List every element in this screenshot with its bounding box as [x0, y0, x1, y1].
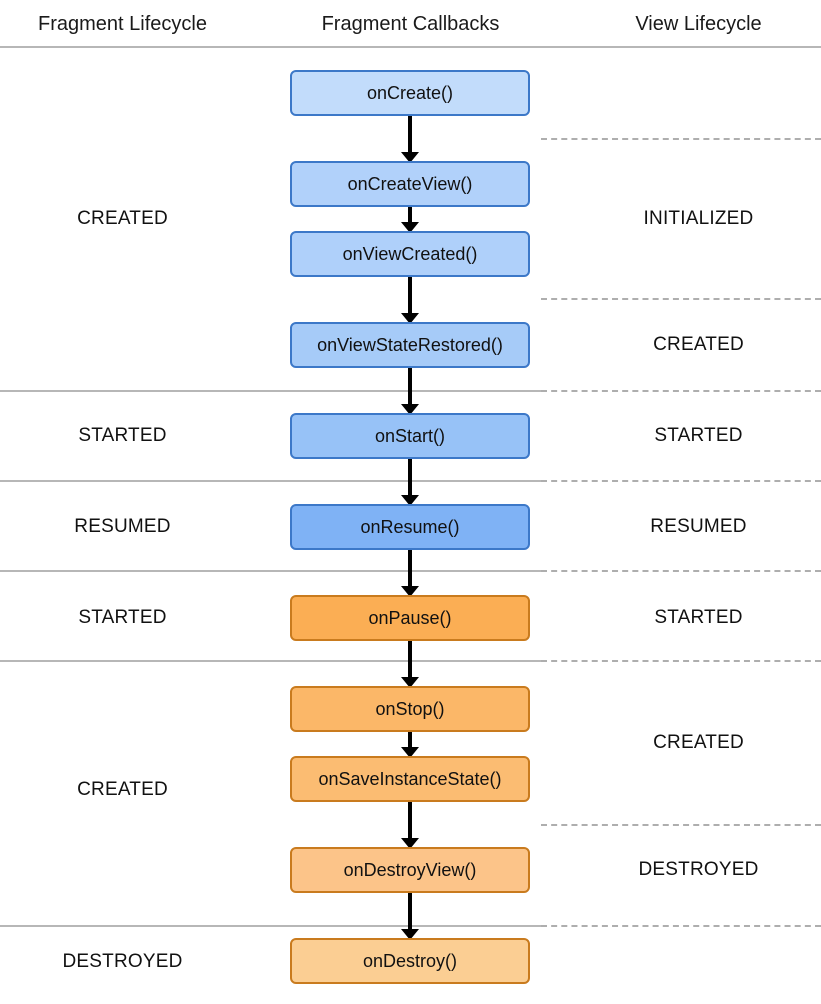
arrowhead-icon — [401, 677, 419, 688]
arrowhead-icon — [401, 929, 419, 940]
callback-label: onCreate() — [366, 82, 454, 103]
callback-box-on-stop[interactable]: onStop() — [290, 686, 530, 732]
fragment-state-label-resumed-2: RESUMED — [74, 516, 171, 537]
arrow-on-view-state-restored-to-on-start — [408, 368, 412, 404]
fragment-state-label-destroyed-5: DESTROYED — [62, 951, 183, 972]
callback-label: onCreateView() — [347, 173, 473, 194]
view-state-label-created-1: CREATED — [653, 334, 744, 355]
arrowhead-icon — [401, 586, 419, 597]
arrow-on-resume-to-on-pause — [408, 550, 412, 586]
callback-box-on-create[interactable]: onCreate() — [290, 70, 530, 116]
callback-label: onViewCreated() — [342, 243, 478, 264]
arrow-on-save-instance-state-to-on-destroy-view — [408, 802, 412, 838]
view-state-label-started-2: STARTED — [654, 425, 743, 446]
arrow-on-start-to-on-resume — [408, 459, 412, 495]
callback-label: onDestroyView() — [343, 859, 477, 880]
fragment-state-divider — [0, 660, 541, 662]
view-state-divider — [541, 824, 821, 826]
fragment-state-divider — [0, 570, 541, 572]
view-state-label-initialized-0: INITIALIZED — [643, 208, 754, 229]
callback-box-on-start[interactable]: onStart() — [290, 413, 530, 459]
column-header-view-lifecycle: View Lifecycle — [635, 13, 762, 35]
callback-box-on-create-view[interactable]: onCreateView() — [290, 161, 530, 207]
arrow-on-pause-to-on-stop — [408, 641, 412, 677]
view-state-label-destroyed-6: DESTROYED — [638, 859, 759, 880]
view-state-divider — [541, 138, 821, 140]
view-state-label-started-4: STARTED — [654, 607, 743, 628]
arrowhead-icon — [401, 747, 419, 758]
view-state-divider — [541, 390, 821, 392]
callback-box-on-resume[interactable]: onResume() — [290, 504, 530, 550]
callback-label: onStart() — [374, 425, 446, 446]
arrowhead-icon — [401, 838, 419, 849]
fragment-state-divider — [0, 480, 541, 482]
callback-box-on-destroy[interactable]: onDestroy() — [290, 938, 530, 984]
arrowhead-icon — [401, 495, 419, 506]
header-separator-rule — [0, 46, 821, 48]
fragment-state-divider — [0, 925, 541, 927]
view-state-divider — [541, 570, 821, 572]
callback-label: onDestroy() — [362, 950, 458, 971]
view-state-label-created-5: CREATED — [653, 732, 744, 753]
arrow-on-view-created-to-on-view-state-restored — [408, 277, 412, 313]
fragment-state-label-created-4: CREATED — [77, 779, 168, 800]
arrowhead-icon — [401, 404, 419, 415]
arrowhead-icon — [401, 222, 419, 233]
callback-box-on-pause[interactable]: onPause() — [290, 595, 530, 641]
arrow-on-stop-to-on-save-instance-state — [408, 732, 412, 747]
fragment-state-divider — [0, 390, 541, 392]
callback-label: onStop() — [375, 698, 445, 719]
callback-label: onResume() — [360, 516, 460, 537]
callback-label: onViewStateRestored() — [317, 334, 503, 355]
arrow-on-create-view-to-on-view-created — [408, 207, 412, 222]
fragment-state-label-started-1: STARTED — [78, 425, 167, 446]
callback-box-on-save-instance-state[interactable]: onSaveInstanceState() — [290, 756, 530, 802]
fragment-state-label-started-3: STARTED — [78, 607, 167, 628]
arrowhead-icon — [401, 152, 419, 163]
callback-label: onSaveInstanceState() — [318, 768, 502, 789]
view-state-divider — [541, 925, 821, 927]
view-state-label-resumed-3: RESUMED — [650, 516, 747, 537]
arrow-on-create-to-on-create-view — [408, 116, 412, 152]
arrow-on-destroy-view-to-on-destroy — [408, 893, 412, 929]
fragment-state-label-created-0: CREATED — [77, 208, 168, 229]
arrowhead-icon — [401, 313, 419, 324]
view-state-divider — [541, 480, 821, 482]
view-state-divider — [541, 660, 821, 662]
callback-box-on-view-state-restored[interactable]: onViewStateRestored() — [290, 322, 530, 368]
view-state-divider — [541, 298, 821, 300]
column-header-fragment-callbacks: Fragment Callbacks — [321, 13, 500, 35]
callback-box-on-destroy-view[interactable]: onDestroyView() — [290, 847, 530, 893]
callback-label: onPause() — [368, 607, 452, 628]
callback-box-on-view-created[interactable]: onViewCreated() — [290, 231, 530, 277]
column-header-fragment-lifecycle: Fragment Lifecycle — [38, 13, 207, 35]
